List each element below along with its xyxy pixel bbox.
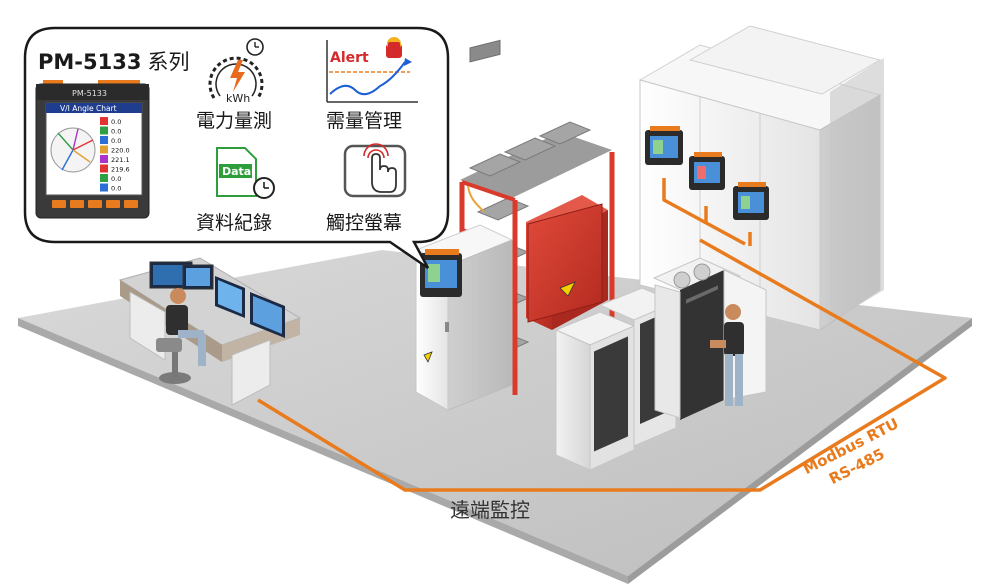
device-reading-swatch (100, 183, 108, 192)
cabinet-meter-1 (645, 126, 683, 165)
alert-demand-icon: Alert (326, 37, 418, 103)
device-reading-swatch (100, 155, 108, 163)
feature-label-data-logging: 資料紀錄 (196, 212, 273, 234)
device-header-text: PM-5133 (72, 89, 107, 98)
device-reading-value: 0.0 (111, 118, 121, 126)
remote-monitoring-label: 遠端監控 (450, 498, 530, 522)
device-reading-swatch (100, 117, 108, 125)
device-chart-title: V/I Angle Chart (60, 104, 117, 113)
alert-icon-text: Alert (330, 50, 369, 66)
pm5133-device-image: PM-5133 V/I Angle Chart 0.00.00.0220.022… (35, 80, 150, 219)
cabinet-meter-3 (733, 182, 769, 220)
cabinet-meter-2 (689, 152, 725, 190)
data-log-icon: Data (216, 147, 275, 199)
device-reading-value: 0.0 (111, 128, 121, 136)
feature-label-demand-management: 需量管理 (326, 110, 403, 132)
device-reading-value: 0.0 (111, 137, 121, 145)
device-reading-value: 0.0 (111, 185, 121, 193)
control-desk (118, 257, 302, 406)
device-reading-swatch (100, 126, 108, 135)
data-icon-text: Data (222, 165, 251, 178)
feature-label-touch-screen: 觸控螢幕 (326, 212, 403, 234)
product-model: PM-5133 (38, 50, 142, 74)
device-reading-value: 221.1 (111, 156, 130, 164)
device-reading-swatch (100, 164, 108, 173)
touch-screen-icon (343, 143, 407, 198)
operator-figure (156, 288, 206, 384)
kwh-meter-icon: kWh (208, 38, 264, 105)
device-reading-value: 219.6 (111, 166, 130, 174)
storage-control-cabinet (414, 224, 514, 411)
device-reading-swatch (100, 136, 108, 144)
kwh-icon-text: kWh (226, 92, 250, 105)
device-reading-value: 0.0 (111, 175, 121, 183)
product-series-suffix: 系列 (147, 50, 190, 74)
technician-figure (710, 304, 744, 406)
device-reading-swatch (100, 174, 108, 182)
inverter-cabinet (526, 195, 608, 330)
server-racks (554, 257, 767, 471)
device-reading-swatch (100, 145, 108, 154)
communication-cable (257, 178, 947, 492)
device-reading-value: 220.0 (111, 147, 130, 155)
feature-label-power-measurement: 電力量測 (196, 110, 273, 132)
